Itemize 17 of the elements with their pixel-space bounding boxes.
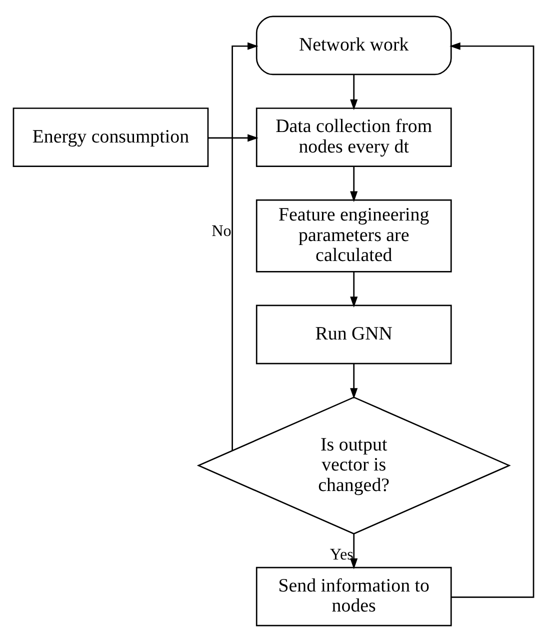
arrow — [208, 134, 258, 142]
arrow — [350, 364, 358, 399]
node-box: Feature engineering parameters are calculated — [256, 199, 452, 272]
node-box: Energy consumption — [12, 108, 209, 168]
arrow — [232, 42, 258, 451]
node-box: Network work — [256, 16, 452, 76]
arrow — [450, 42, 534, 598]
node-box: Data collection from nodes every dt — [256, 108, 452, 168]
node-box: Run GNN — [256, 304, 452, 364]
arrow — [350, 166, 358, 202]
edge-label: No — [212, 222, 232, 240]
arrow — [350, 272, 358, 308]
edge-label: Yes — [330, 546, 354, 564]
arrow — [350, 74, 358, 110]
node-diamond: Is output vector is changed? — [196, 396, 511, 534]
arrow — [350, 534, 358, 570]
node-box: Send information to nodes — [256, 566, 452, 626]
